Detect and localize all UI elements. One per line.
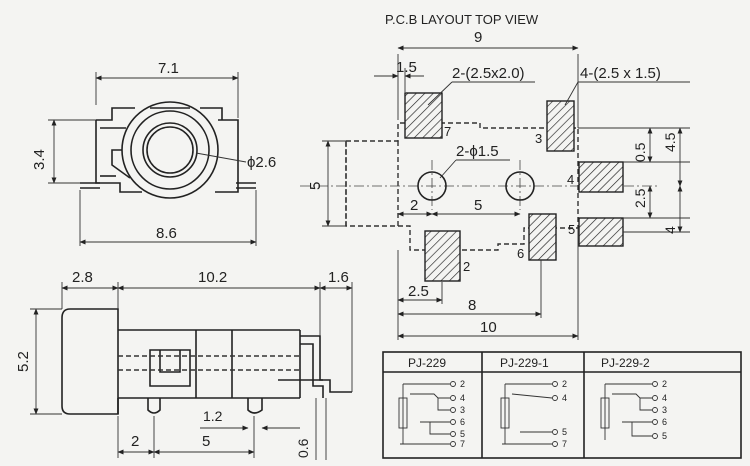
pin-label: 4 xyxy=(460,393,465,403)
pin-label: 2 xyxy=(562,379,567,389)
pin-label: 4 xyxy=(562,393,567,403)
pin-label: 5 xyxy=(460,429,465,439)
pin-label: 3 xyxy=(662,405,667,415)
side-view: 2.8 10.2 1.6 5.2 1.2 2 5 0.6 xyxy=(15,269,353,460)
pad-label: 2 xyxy=(463,259,470,274)
side-dim-5: 5 xyxy=(202,433,210,450)
pin-label: 6 xyxy=(460,417,465,427)
pin-label: 5 xyxy=(562,427,567,437)
pcb-title: P.C.B LAYOUT TOP VIEW xyxy=(385,12,539,27)
pad-label: 5 xyxy=(568,222,575,237)
pin-label: 2 xyxy=(662,379,667,389)
pin-label: 3 xyxy=(460,405,465,415)
table-header-pj229-1: PJ-229-1 xyxy=(500,356,549,370)
table-header-pj229-2: PJ-229-2 xyxy=(601,356,650,370)
pcb-layout: P.C.B LAYOUT TOP VIEW 7 3 4 2 6 5 9 xyxy=(300,12,690,340)
pad-label: 7 xyxy=(444,124,451,139)
pad-label: 3 xyxy=(535,131,542,146)
side-dim-2: 2 xyxy=(131,433,139,450)
pad-label: 6 xyxy=(517,246,524,261)
schematic-pj229-1: 2 4 5 7 xyxy=(500,379,567,449)
mounting-hole xyxy=(505,171,535,201)
pad-note-large: 2-(2.5x2.0) xyxy=(452,65,525,82)
pin-label: 7 xyxy=(460,439,465,449)
pad-6 xyxy=(528,213,557,261)
pin-label: 4 xyxy=(662,393,667,403)
pad-7 xyxy=(404,92,443,139)
hole-note: 2-ϕ1.5 xyxy=(456,143,499,160)
pcb-dim-1-5: 1.5 xyxy=(396,59,417,76)
side-tail-dimension: 1.6 xyxy=(328,269,349,286)
pcb-dim-4-5: 4.5 xyxy=(662,132,678,152)
pcb-total-width: 9 xyxy=(474,29,482,46)
pad-4 xyxy=(578,161,624,193)
side-body-dimension: 10.2 xyxy=(198,269,227,286)
front-width-dimension: 7.1 xyxy=(158,60,179,77)
pin-label: 7 xyxy=(562,439,567,449)
front-height-dimension: 3.4 xyxy=(31,149,48,170)
pcb-hole-spacing: 5 xyxy=(474,197,482,214)
pin-thickness-dimension: 0.6 xyxy=(295,438,311,458)
pad-label: 4 xyxy=(567,172,574,187)
pin-label: 2 xyxy=(460,379,465,389)
schematic-pj229: 2 4 3 6 5 7 xyxy=(398,379,465,449)
pin-width-dimension: 1.2 xyxy=(203,408,223,424)
pcb-hole-offset: 2 xyxy=(410,197,418,214)
mounting-hole xyxy=(417,171,447,201)
pcb-dim-10: 10 xyxy=(480,319,497,336)
pcb-height-dimension: 5 xyxy=(307,182,324,190)
pad-note-small: 4-(2.5 x 1.5) xyxy=(580,65,661,82)
pcb-pad-width: 2.5 xyxy=(408,283,429,300)
pcb-dim-right-2-5: 2.5 xyxy=(632,188,648,208)
table-header-pj229: PJ-229 xyxy=(408,356,446,370)
pcb-dim-4: 4 xyxy=(662,226,678,234)
side-front-dimension: 2.8 xyxy=(72,269,93,286)
pad-5 xyxy=(578,217,624,247)
pad-2 xyxy=(424,230,461,282)
hole-diameter-dimension: ϕ2.6 xyxy=(247,154,276,171)
schematic-table: PJ-229 PJ-229-1 PJ-229-2 2 4 3 6 5 7 xyxy=(382,351,742,459)
pin-label: 5 xyxy=(662,431,667,441)
schematic-pj229-2: 2 4 3 6 5 xyxy=(600,379,667,441)
side-height-dimension: 5.2 xyxy=(15,351,32,372)
pcb-dim-0-5: 0.5 xyxy=(632,142,648,162)
pin-label: 6 xyxy=(662,417,667,427)
front-base-dimension: 8.6 xyxy=(156,225,177,242)
pcb-dim-8: 8 xyxy=(468,297,476,314)
pad-3 xyxy=(546,100,575,152)
front-view: 7.1 3.4 ϕ2.6 8.6 xyxy=(31,60,276,246)
